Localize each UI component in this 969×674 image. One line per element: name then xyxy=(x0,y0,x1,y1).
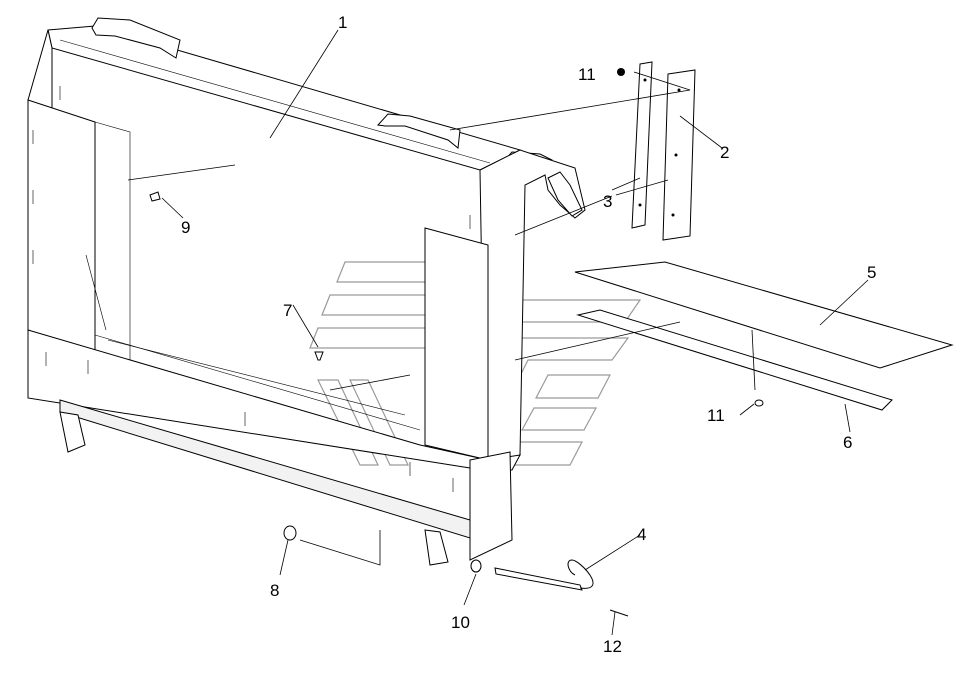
washer-part-8 xyxy=(283,525,297,541)
frame-part xyxy=(27,17,586,566)
strip-part-6 xyxy=(576,309,893,411)
nut-part-11-bottom xyxy=(754,399,764,407)
strip-part-3 xyxy=(631,61,653,229)
callout-3: 3 xyxy=(603,192,612,211)
callout-11-top: 11 xyxy=(578,65,596,84)
callout-11-bottom: 11 xyxy=(707,406,725,425)
leader-lines xyxy=(127,29,869,636)
callout-1: 1 xyxy=(338,13,347,32)
callout-2: 2 xyxy=(720,143,729,162)
nut-part-11-top xyxy=(617,68,625,76)
callout-5: 5 xyxy=(867,263,876,282)
cotter-pin-part-12 xyxy=(609,609,629,617)
callout-9: 9 xyxy=(181,218,190,237)
callout-10: 10 xyxy=(451,613,470,632)
callout-8: 8 xyxy=(270,581,279,600)
plate-part-5 xyxy=(574,261,954,369)
callout-12: 12 xyxy=(603,637,622,656)
bolt-part-7 xyxy=(314,351,324,361)
bolt-part-9 xyxy=(149,191,161,202)
callout-4: 4 xyxy=(637,525,646,544)
washer-part-10 xyxy=(470,559,482,573)
callout-7: 7 xyxy=(283,301,292,320)
hook-pin-part-4 xyxy=(494,559,594,591)
strip-part-2 xyxy=(662,69,696,241)
callout-labels: 1 2 3 4 5 6 7 8 9 10 11 11 12 xyxy=(181,13,876,656)
callout-6: 6 xyxy=(843,433,852,452)
